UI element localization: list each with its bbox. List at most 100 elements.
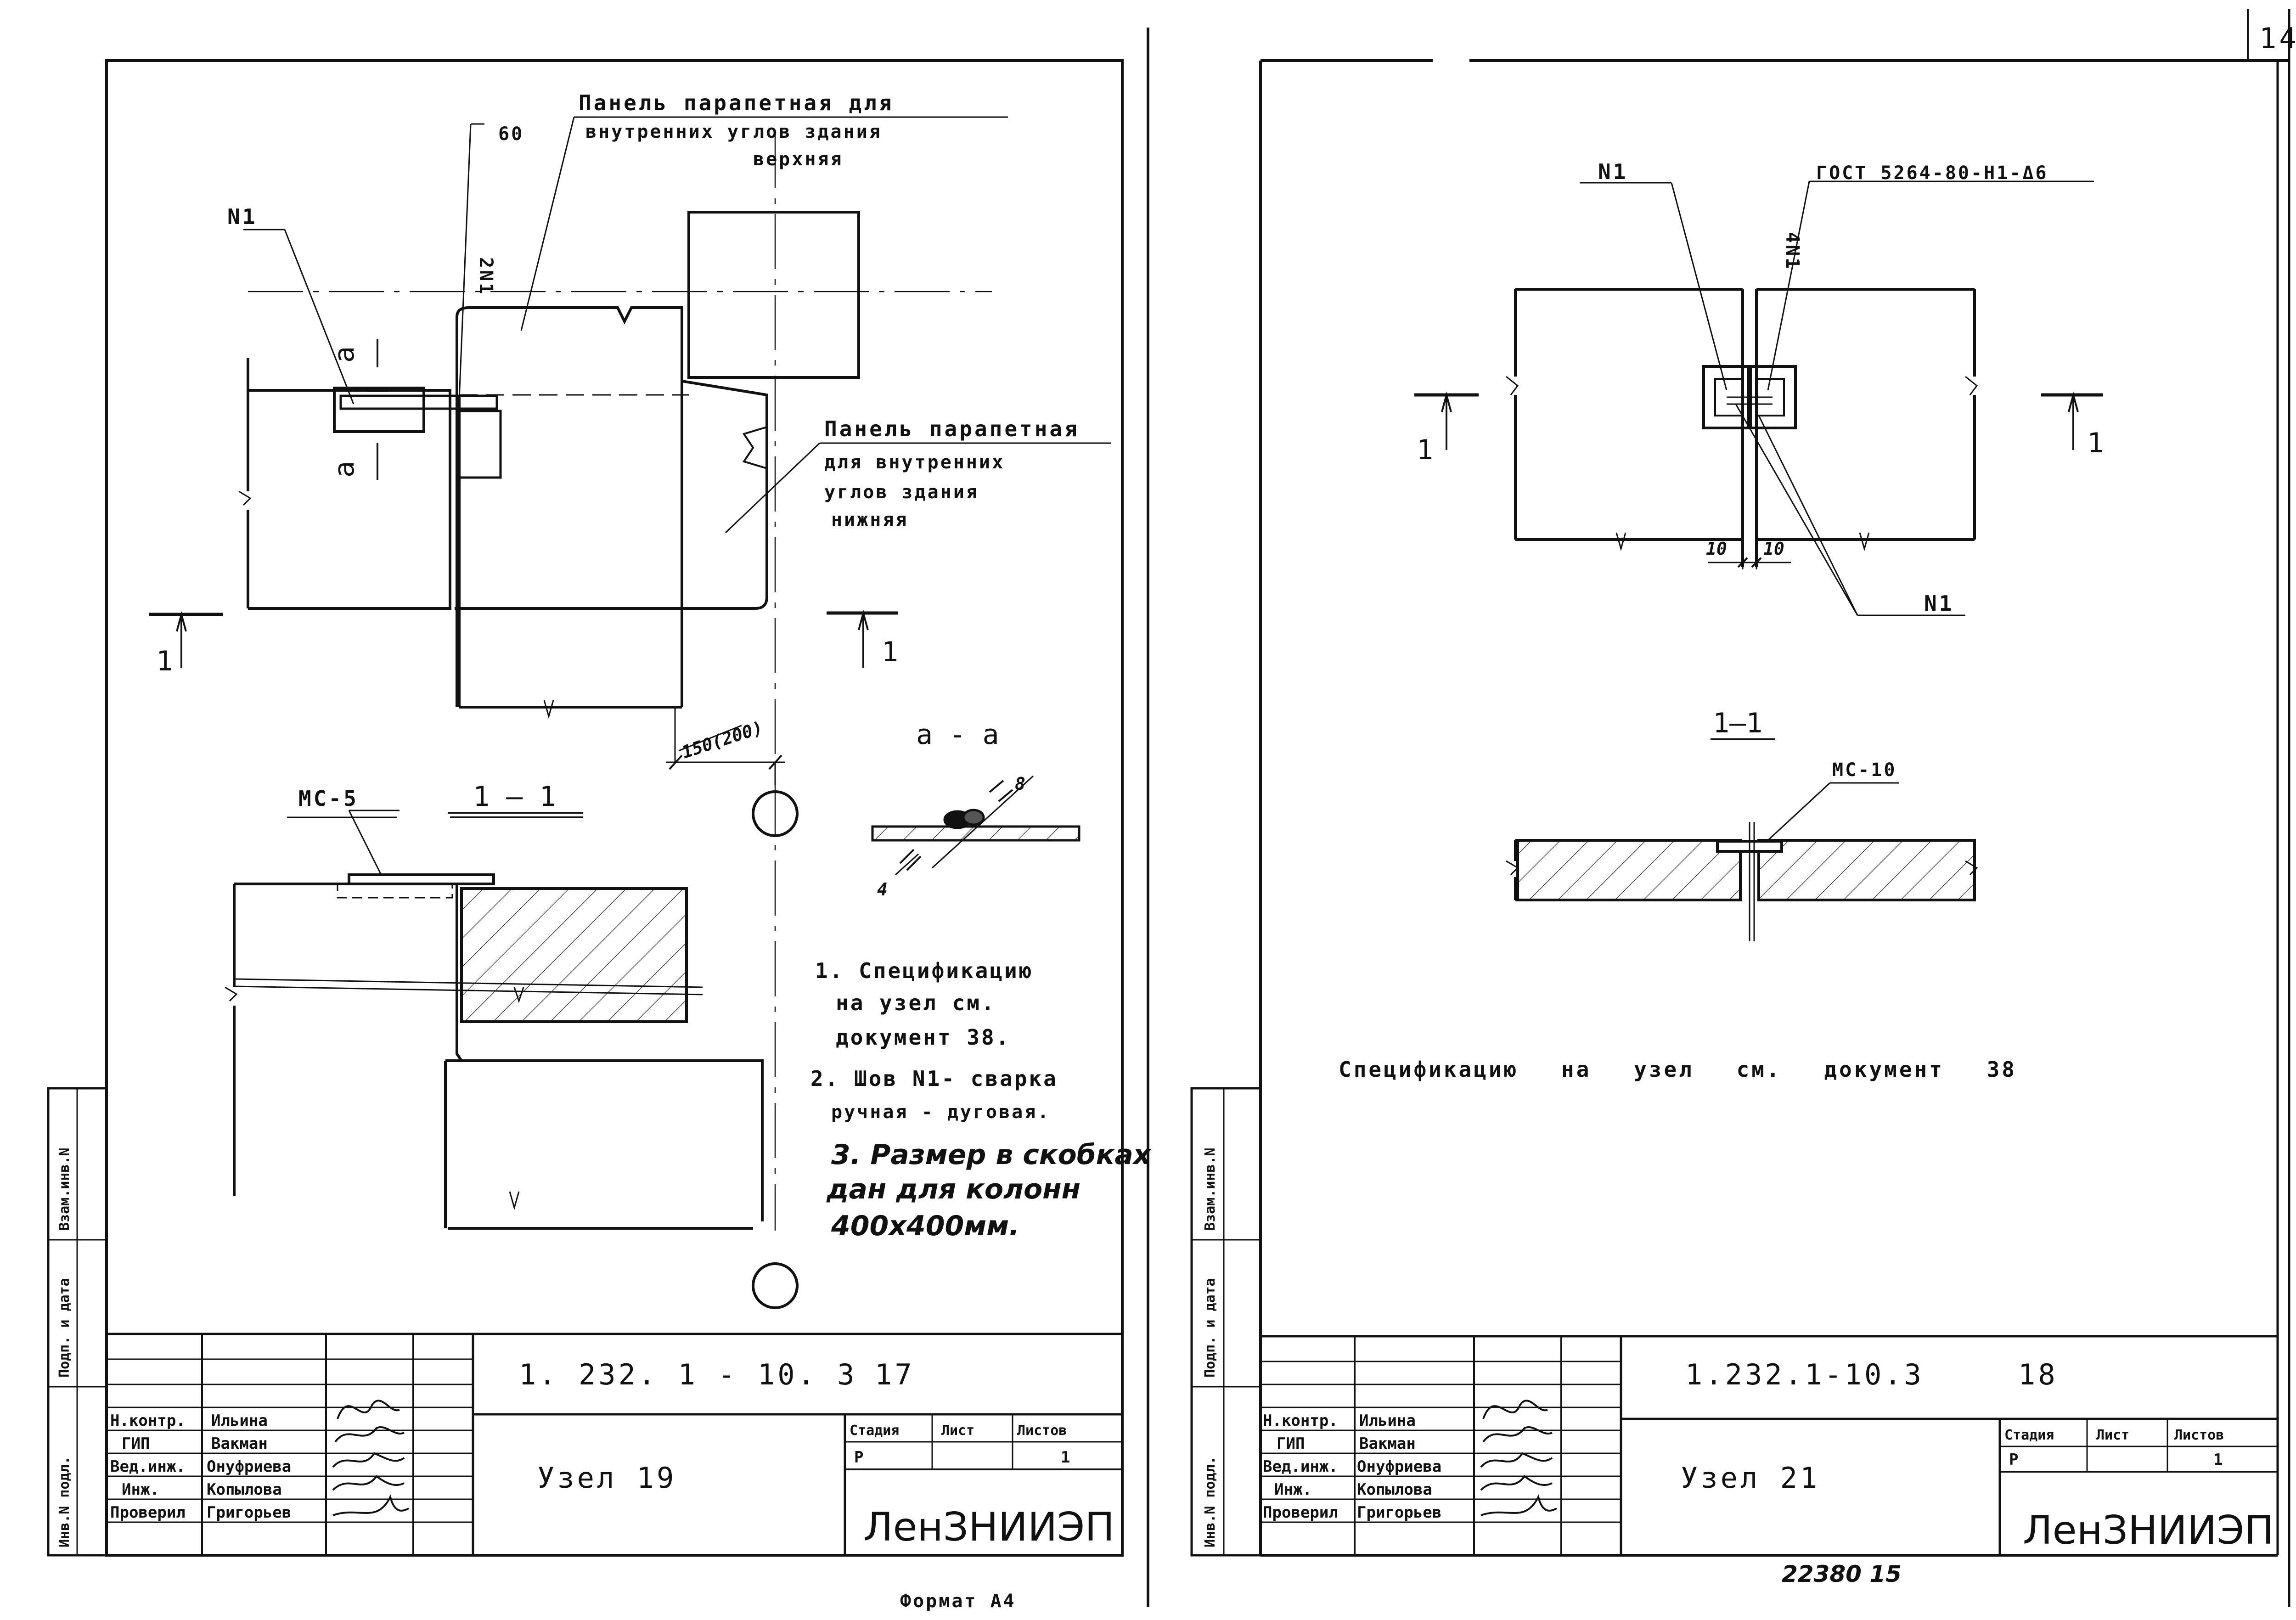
right-role-0: Н.контр. xyxy=(1263,1412,1338,1430)
left-role-4: Проверил xyxy=(110,1503,186,1522)
left-note-1a: 1. Спецификацию xyxy=(815,958,1033,983)
right-sheet: Взам.инв.N Подп. и дата Инв.N подл. xyxy=(1190,59,2289,1587)
right-labels: N1 ГОСТ 5264-80-Н1-Δ6 4N1 10 10 N1 1 1 1… xyxy=(1339,159,2104,1082)
left-role-2: Вед.инж. xyxy=(110,1457,186,1476)
right-stage-header: Стадия xyxy=(2004,1427,2054,1443)
right-spec-note: Спецификацию на узел см. документ 38 xyxy=(1339,1057,2017,1082)
dim-60-label: 60 xyxy=(498,124,524,145)
left-labels: Панель парапетная для внутренних углов з… xyxy=(156,90,1080,900)
left-note-3c: 400x400мм. xyxy=(831,1210,1019,1242)
right-name-4: Григорьев xyxy=(1357,1503,1441,1522)
lower-panel-label-1: Панель парапетная xyxy=(824,416,1080,441)
right-name-3: Копылова xyxy=(1357,1480,1432,1499)
right-role-3: Инж. xyxy=(1274,1480,1312,1499)
left-signatures xyxy=(332,1400,409,1516)
left-note-3b: дан для колонн xyxy=(826,1173,1080,1205)
aa-title: а - а xyxy=(916,719,999,751)
right-title-block-text: 1.232.1-10.3 18 Узел 21 Стадия Лист Лист… xyxy=(1263,1358,2274,1553)
left-doc-code: 1. 232. 1 - 10. 3 xyxy=(519,1358,857,1391)
right-weld-4n1: 4N1 xyxy=(1782,232,1803,270)
right-side-podp-data: Подп. и дата xyxy=(1202,1278,1218,1378)
side-vzam-inv: Взам.инв.N xyxy=(56,1148,73,1231)
dim-a-top: a xyxy=(328,346,360,363)
right-section-mark-right: 1 xyxy=(2087,427,2104,459)
right-side-inv-podl: Инв.N подл. xyxy=(1202,1456,1218,1547)
left-stage-header: Стадия xyxy=(850,1423,899,1439)
upper-panel-label-3: верхняя xyxy=(753,149,844,170)
dim-4-label: 4 xyxy=(877,879,888,900)
right-dim-10-right: 10 xyxy=(1763,539,1784,559)
left-frame xyxy=(105,59,1124,1557)
right-n1-bottom: N1 xyxy=(1924,591,1954,616)
right-sheet-header: Лист xyxy=(2096,1427,2129,1443)
bottom-stamp: 22380 15 xyxy=(1782,1561,1902,1587)
left-role-3: Инж. xyxy=(122,1480,159,1499)
left-name-1: Вакман xyxy=(211,1434,268,1453)
left-sheets-header: Листов xyxy=(1017,1423,1067,1439)
dim-a-bottom: a xyxy=(328,461,360,478)
dim-8-label: 8 xyxy=(1015,774,1025,794)
left-name-4: Григорьев xyxy=(207,1503,291,1522)
right-title-block xyxy=(1261,1335,2278,1555)
left-note-2a: 2. Шов N1- сварка xyxy=(810,1066,1058,1091)
lower-panel-label-3: углов здания xyxy=(824,482,979,503)
left-plan-view xyxy=(149,116,1111,1309)
left-section-1-1 xyxy=(225,810,764,1230)
right-sheet-no: 18 xyxy=(2018,1358,2058,1391)
right-section-mark-left: 1 xyxy=(1417,434,1433,466)
right-role-4: Проверил xyxy=(1263,1503,1338,1522)
left-stage: Р xyxy=(854,1448,863,1467)
left-note-1b: на узел см. xyxy=(836,990,996,1015)
sheet-number: 14 xyxy=(2259,22,2296,55)
side-inv-podl: Инв.N подл. xyxy=(56,1456,73,1547)
mc5-label: МС-5 xyxy=(298,786,359,811)
left-note-2b: ручная - дуговая. xyxy=(831,1102,1050,1123)
format-note: Формат А4 xyxy=(900,1591,1016,1612)
right-organization: ЛенЗНИИЭП xyxy=(2023,1508,2274,1553)
n1-label: N1 xyxy=(227,204,257,229)
upper-panel-label-2: внутренних углов здания xyxy=(585,121,882,142)
right-name-2: Онуфриева xyxy=(1357,1457,1441,1476)
right-section-title: 1—1 xyxy=(1713,707,1762,739)
right-section-1-1 xyxy=(1506,738,1978,941)
right-n1-top: N1 xyxy=(1598,159,1628,184)
section-mark-left: 1 xyxy=(156,645,173,677)
left-name-2: Онуфриева xyxy=(207,1457,291,1476)
right-role-2: Вед.инж. xyxy=(1263,1457,1338,1476)
left-sheet: Взам.инв.N Подп. и дата Инв.N подл. xyxy=(47,59,1152,1612)
right-role-1: ГИП xyxy=(1277,1434,1305,1453)
right-mc10: МС-10 xyxy=(1832,759,1896,781)
left-sheets: 1 xyxy=(1061,1448,1070,1467)
right-sheets: 1 xyxy=(2213,1451,2223,1469)
right-dim-10-left: 10 xyxy=(1706,539,1727,559)
right-node: Узел 21 xyxy=(1681,1461,1820,1495)
left-name-3: Копылова xyxy=(207,1480,282,1499)
right-side-stamp xyxy=(1190,1087,1262,1557)
left-detail-a-a xyxy=(871,775,1080,876)
left-title-block-text: 1. 232. 1 - 10. 3 17 Узел 19 Стадия Лист… xyxy=(110,1358,1114,1550)
section-mark-right: 1 xyxy=(882,636,898,668)
right-doc-code: 1.232.1-10.3 xyxy=(1685,1358,1924,1391)
left-role-0: Н.контр. xyxy=(110,1412,186,1430)
right-sheets-header: Листов xyxy=(2174,1427,2224,1443)
lower-panel-label-2: для внутренних xyxy=(824,452,1005,473)
left-sheet-header: Лист xyxy=(941,1423,974,1439)
dim-150-label: 150(200) xyxy=(679,717,765,762)
left-name-0: Ильина xyxy=(211,1412,268,1430)
left-section-title: 1 — 1 xyxy=(473,781,556,813)
weld-2n1-label: 2N1 xyxy=(475,257,496,296)
right-side-vzam-inv: Взам.инв.N xyxy=(1202,1148,1218,1231)
left-note-3a: 3. Размер в скобках xyxy=(831,1139,1152,1171)
right-name-0: Ильина xyxy=(1359,1412,1416,1430)
left-role-1: ГИП xyxy=(122,1434,150,1453)
upper-panel-label-1: Панель парапетная для xyxy=(579,90,894,115)
left-notes: 1. Спецификацию на узел см. документ 38.… xyxy=(810,958,1152,1242)
right-signatures xyxy=(1480,1400,1557,1516)
left-sheet-no: 17 xyxy=(875,1358,915,1391)
right-plan-view xyxy=(1414,180,2103,616)
left-note-1c: документ 38. xyxy=(836,1025,1010,1050)
right-gost: ГОСТ 5264-80-Н1-Δ6 xyxy=(1816,163,2048,184)
left-title-block xyxy=(107,1333,1122,1555)
right-name-1: Вакман xyxy=(1359,1434,1416,1453)
